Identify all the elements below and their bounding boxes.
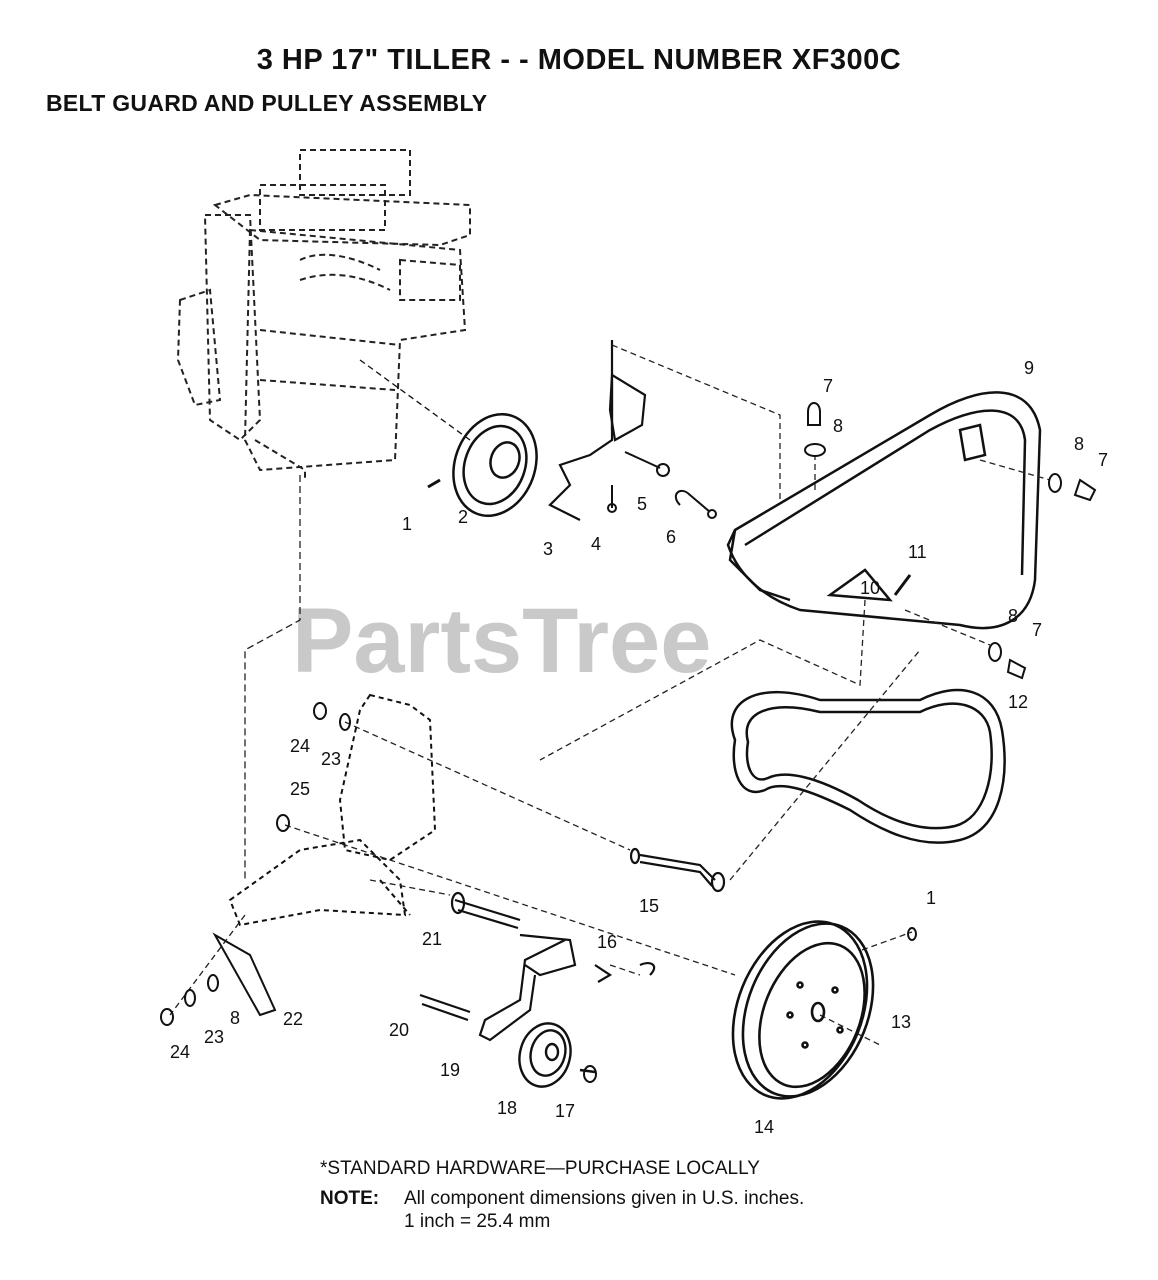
wheel-pulley: [731, 920, 875, 1100]
callout-label: 2: [458, 507, 468, 527]
acorn-nuts-washers: [804, 402, 1097, 680]
callout-label: 14: [754, 1117, 774, 1137]
callout-label: 11: [908, 542, 927, 562]
engine-outline: [176, 149, 471, 480]
hardware-bolts: [427, 451, 717, 519]
callout-label: 18: [497, 1098, 517, 1118]
callout-label: 1: [926, 888, 936, 908]
belt-guard-bracket: [548, 340, 647, 521]
callout-label: 15: [639, 896, 659, 916]
callout-label: 8: [1008, 606, 1018, 626]
idler-pulley: [518, 1022, 596, 1088]
frame-bracket: [228, 693, 437, 927]
callout-label: 10: [860, 578, 880, 598]
callout-label: 3: [543, 539, 553, 559]
unit-conversion: 1 inch = 25.4 mm: [404, 1211, 551, 1232]
note-label: NOTE:: [320, 1188, 380, 1209]
callout-label: 25: [290, 779, 310, 799]
callout-label: 1: [402, 514, 412, 534]
callout-label: 8: [230, 1008, 240, 1028]
callout-label: 17: [555, 1101, 575, 1121]
callout-label: 8: [1074, 434, 1084, 454]
callout-label: 7: [1098, 450, 1108, 470]
guard-leader-lines: [539, 344, 1051, 761]
lower-link-bracket: [212, 932, 277, 1017]
callout-label: 9: [1024, 358, 1034, 378]
drive-belt: [730, 688, 1006, 844]
callout-label: 13: [891, 1012, 911, 1032]
assembly-line: [244, 475, 301, 880]
callout-label: 12: [1008, 692, 1028, 712]
callout-label: 23: [204, 1027, 224, 1047]
standard-hardware-note: *STANDARD HARDWARE—PURCHASE LOCALLY: [320, 1158, 760, 1179]
engine-pulley: [359, 359, 538, 517]
callout-label: 16: [597, 932, 617, 952]
callout-label: 6: [666, 527, 676, 547]
callout-label: 7: [823, 376, 833, 396]
watermark: PartsTree: [292, 590, 711, 692]
callout-label: 24: [170, 1042, 190, 1062]
pivot-shaft: [629, 847, 726, 893]
washers-nuts-lower: [160, 702, 917, 1083]
callout-label: 8: [833, 416, 843, 436]
idler-arm-assembly: [419, 891, 656, 1042]
callout-labels: 1 2 3 4 5 6 7 8 9 7 8 8 7 10 11 12 1 13 …: [170, 358, 1108, 1137]
callout-label: 21: [422, 929, 442, 949]
belt-guard: [726, 391, 1042, 630]
section-subtitle: BELT GUARD AND PULLEY ASSEMBLY: [46, 90, 488, 116]
lower-leader-lines: [169, 649, 921, 1046]
callout-label: 24: [290, 736, 310, 756]
note-text: All component dimensions given in U.S. i…: [404, 1188, 805, 1209]
page-title: 3 HP 17" TILLER - - MODEL NUMBER XF300C: [256, 44, 902, 76]
callout-label: 7: [1032, 620, 1042, 640]
callout-label: 23: [321, 749, 341, 769]
callout-label: 5: [637, 494, 647, 514]
callout-label: 20: [389, 1020, 409, 1040]
callout-label: 19: [440, 1060, 460, 1080]
callout-label: 4: [591, 534, 601, 554]
callout-label: 22: [283, 1009, 303, 1029]
